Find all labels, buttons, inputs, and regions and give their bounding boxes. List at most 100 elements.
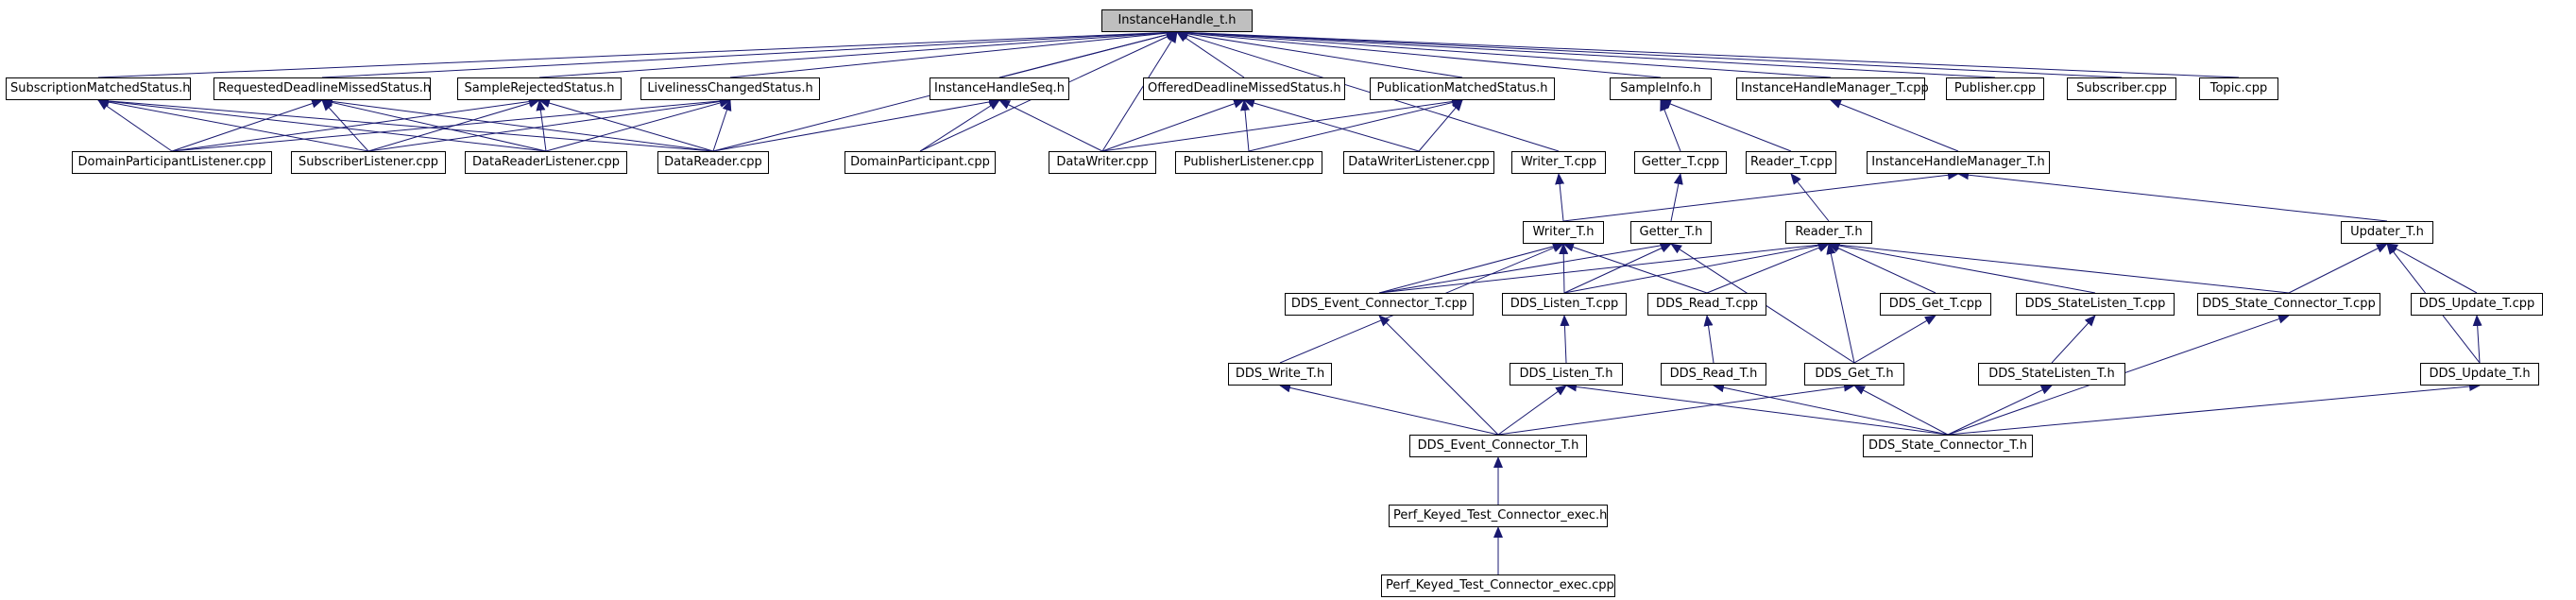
edge-instancehandlemanager-t-h-to-instancehandlemanager-t-cpp — [1830, 99, 1959, 152]
node-publicationmatchedstatus-h[interactable]: PublicationMatchedStatus.h — [1370, 77, 1555, 100]
edge-requesteddeadlinemissedstatus-h-to-instancehandle-t-h — [321, 27, 1178, 78]
node-instancehandleseq-h[interactable]: InstanceHandleSeq.h — [930, 77, 1069, 100]
edge-datareaderlistener-cpp-to-requesteddeadlinemissedstatus-h — [321, 97, 547, 152]
edge-datawriterlistener-cpp-to-publicationmatchedstatus-h — [1418, 99, 1463, 152]
edge-publicationmatchedstatus-h-to-instancehandle-t-h — [1176, 28, 1463, 78]
node-getter-t-cpp[interactable]: Getter_T.cpp — [1634, 151, 1727, 174]
node-perf-keyed-test-connector-exec-h[interactable]: Perf_Keyed_Test_Connector_exec.h — [1389, 505, 1608, 527]
edge-datawriter-cpp-to-instancehandle-t-h — [1101, 31, 1178, 152]
node-sampleinfo-h[interactable]: SampleInfo.h — [1610, 77, 1712, 100]
edge-dds-state-connector-t-h-to-dds-get-t-h — [1853, 385, 1949, 436]
edge-dds-event-connector-t-h-to-dds-event-connector-t-cpp — [1378, 315, 1499, 436]
edge-dds-listen-t-cpp-to-reader-t-h — [1563, 241, 1830, 294]
node-dds-read-t-h[interactable]: DDS_Read_T.h — [1661, 363, 1766, 386]
edge-dds-listen-t-cpp-to-getter-t-h — [1563, 243, 1672, 294]
node-dds-statelisten-t-h[interactable]: DDS_StateListen_T.h — [1978, 363, 2125, 386]
node-instancehandlemanager-t-cpp[interactable]: InstanceHandleManager_T.cpp — [1736, 77, 1929, 100]
node-perf-keyed-test-connector-exec-cpp[interactable]: Perf_Keyed_Test_Connector_exec.cpp — [1381, 574, 1615, 597]
node-subscriptionmatchedstatus-h[interactable]: SubscriptionMatchedStatus.h — [6, 77, 191, 100]
edge-dds-event-connector-t-cpp-to-reader-t-h — [1378, 240, 1830, 294]
node-dds-listen-t-cpp[interactable]: DDS_Listen_T.cpp — [1502, 293, 1627, 316]
node-instancehandle-t-h: InstanceHandle_t.h — [1101, 9, 1253, 32]
edge-datawriter-cpp-to-publicationmatchedstatus-h — [1101, 96, 1463, 152]
edge-reader-t-h-to-reader-t-cpp — [1790, 173, 1830, 222]
node-publisherlistener-cpp[interactable]: PublisherListener.cpp — [1175, 151, 1322, 174]
node-dds-get-t-h[interactable]: DDS_Get_T.h — [1804, 363, 1904, 386]
edge-dds-get-t-h-to-reader-t-h — [1826, 243, 1855, 364]
edge-subscriberlistener-cpp-to-requesteddeadlinemissedstatus-h — [321, 99, 369, 152]
edge-publisherlistener-cpp-to-offereddeadlinemissedstatus-h — [1240, 99, 1250, 152]
edge-datareader-cpp-to-livelinesschangedstatus-h — [712, 99, 732, 152]
node-dds-state-connector-t-h[interactable]: DDS_State_Connector_T.h — [1863, 435, 2033, 457]
edge-subscriberlistener-cpp-to-subscriptionmatchedstatus-h — [97, 97, 369, 152]
edge-domainparticipantlistener-cpp-to-livelinesschangedstatus-h — [171, 96, 731, 152]
edge-datareader-cpp-to-instancehandleseq-h — [712, 97, 1000, 152]
edge-datawriter-cpp-to-offereddeadlinemissedstatus-h — [1101, 99, 1245, 152]
node-instancehandlemanager-t-h[interactable]: InstanceHandleManager_T.h — [1867, 151, 2050, 174]
edge-topic-cpp-to-instancehandle-t-h — [1176, 27, 2240, 78]
node-publisher-cpp[interactable]: Publisher.cpp — [1946, 77, 2044, 100]
node-dds-read-t-cpp[interactable]: DDS_Read_T.cpp — [1647, 293, 1766, 316]
edge-dds-update-t-cpp-to-updater-t-h — [2386, 243, 2478, 294]
node-dds-state-connector-t-cpp[interactable]: DDS_State_Connector_T.cpp — [2197, 293, 2380, 316]
node-samplerejectedstatus-h[interactable]: SampleRejectedStatus.h — [457, 77, 622, 100]
edge-samplerejectedstatus-h-to-instancehandle-t-h — [538, 27, 1178, 78]
edge-updater-t-h-to-instancehandlemanager-t-h — [1957, 170, 2388, 222]
edge-datareader-cpp-to-subscriptionmatchedstatus-h — [97, 95, 714, 152]
edge-dds-state-connector-t-cpp-to-updater-t-h — [2288, 243, 2388, 294]
node-livelinesschangedstatus-h[interactable]: LivelinessChangedStatus.h — [640, 77, 820, 100]
node-dds-get-t-cpp[interactable]: DDS_Get_T.cpp — [1880, 293, 1991, 316]
node-dds-event-connector-t-cpp[interactable]: DDS_Event_Connector_T.cpp — [1285, 293, 1474, 316]
node-dds-listen-t-h[interactable]: DDS_Listen_T.h — [1510, 363, 1623, 386]
edge-dds-update-t-h-to-dds-update-t-cpp — [2472, 315, 2482, 364]
node-subscriberlistener-cpp[interactable]: SubscriberListener.cpp — [291, 151, 446, 174]
node-reader-t-h[interactable]: Reader_T.h — [1785, 221, 1872, 244]
node-subscriber-cpp[interactable]: Subscriber.cpp — [2067, 77, 2176, 100]
edge-writer-t-h-to-writer-t-cpp — [1555, 173, 1565, 222]
node-dds-statelisten-t-cpp[interactable]: DDS_StateListen_T.cpp — [2016, 293, 2175, 316]
edge-publisher-cpp-to-instancehandle-t-h — [1176, 27, 1996, 78]
edge-dds-event-connector-t-h-to-dds-listen-t-h — [1497, 385, 1567, 436]
edge-datareader-cpp-to-requesteddeadlinemissedstatus-h — [321, 96, 714, 152]
node-updater-t-h[interactable]: Updater_T.h — [2341, 221, 2433, 244]
edge-sampleinfo-h-to-instancehandle-t-h — [1176, 28, 1662, 78]
edge-livelinesschangedstatus-h-to-instancehandle-t-h — [729, 28, 1178, 78]
edge-dds-state-connector-t-h-to-dds-update-t-h — [1947, 382, 2481, 436]
edge-subscriber-cpp-to-instancehandle-t-h — [1176, 27, 2123, 78]
node-reader-t-cpp[interactable]: Reader_T.cpp — [1746, 151, 1836, 174]
edge-dds-get-t-cpp-to-reader-t-h — [1828, 243, 1936, 294]
node-dds-event-connector-t-h[interactable]: DDS_Event_Connector_T.h — [1409, 435, 1587, 457]
edge-dds-statelisten-t-h-to-dds-statelisten-t-cpp — [2051, 315, 2096, 364]
node-writer-t-cpp[interactable]: Writer_T.cpp — [1511, 151, 1606, 174]
node-offereddeadlinemissedstatus-h[interactable]: OfferedDeadlineMissedStatus.h — [1143, 77, 1345, 100]
node-datareader-cpp[interactable]: DataReader.cpp — [657, 151, 769, 174]
node-datawriterlistener-cpp[interactable]: DataWriterListener.cpp — [1343, 151, 1494, 174]
node-getter-t-h[interactable]: Getter_T.h — [1630, 221, 1712, 244]
edge-datareaderlistener-cpp-to-subscriptionmatchedstatus-h — [97, 96, 547, 152]
edge-dds-statelisten-t-cpp-to-reader-t-h — [1828, 241, 2096, 294]
edge-datareader-cpp-to-samplerejectedstatus-h — [538, 98, 714, 152]
edge-dds-event-connector-t-cpp-to-writer-t-h — [1378, 242, 1564, 294]
node-requesteddeadlinemissedstatus-h[interactable]: RequestedDeadlineMissedStatus.h — [213, 77, 431, 100]
edge-domainparticipantlistener-cpp-to-subscriptionmatchedstatus-h — [97, 99, 173, 152]
edge-dds-state-connector-t-cpp-to-reader-t-h — [1828, 240, 2290, 294]
node-dds-write-t-h[interactable]: DDS_Write_T.h — [1228, 363, 1332, 386]
edge-dds-listen-t-h-to-dds-listen-t-cpp — [1560, 315, 1570, 364]
node-dds-update-t-h[interactable]: DDS_Update_T.h — [2420, 363, 2539, 386]
edge-datareaderlistener-cpp-to-livelinesschangedstatus-h — [545, 98, 731, 152]
node-writer-t-h[interactable]: Writer_T.h — [1523, 221, 1604, 244]
edge-datawriterlistener-cpp-to-offereddeadlinemissedstatus-h — [1243, 98, 1420, 152]
node-domainparticipant-cpp[interactable]: DomainParticipant.cpp — [844, 151, 996, 174]
node-dds-update-t-cpp[interactable]: DDS_Update_T.cpp — [2411, 293, 2543, 316]
node-topic-cpp[interactable]: Topic.cpp — [2199, 77, 2278, 100]
edge-dds-event-connector-t-h-to-dds-write-t-h — [1279, 383, 1499, 436]
node-datawriter-cpp[interactable]: DataWriter.cpp — [1049, 151, 1156, 174]
edge-dds-state-connector-t-h-to-dds-read-t-h — [1713, 383, 1949, 436]
edge-publisherlistener-cpp-to-publicationmatchedstatus-h — [1248, 97, 1463, 152]
edge-getter-t-h-to-getter-t-cpp — [1670, 173, 1683, 222]
edge-dds-state-connector-t-h-to-dds-statelisten-t-h — [1947, 385, 2053, 436]
node-domainparticipantlistener-cpp[interactable]: DomainParticipantListener.cpp — [72, 151, 272, 174]
edge-dds-state-connector-t-h-to-dds-listen-t-h — [1565, 382, 1949, 436]
node-datareaderlistener-cpp[interactable]: DataReaderListener.cpp — [465, 151, 627, 174]
